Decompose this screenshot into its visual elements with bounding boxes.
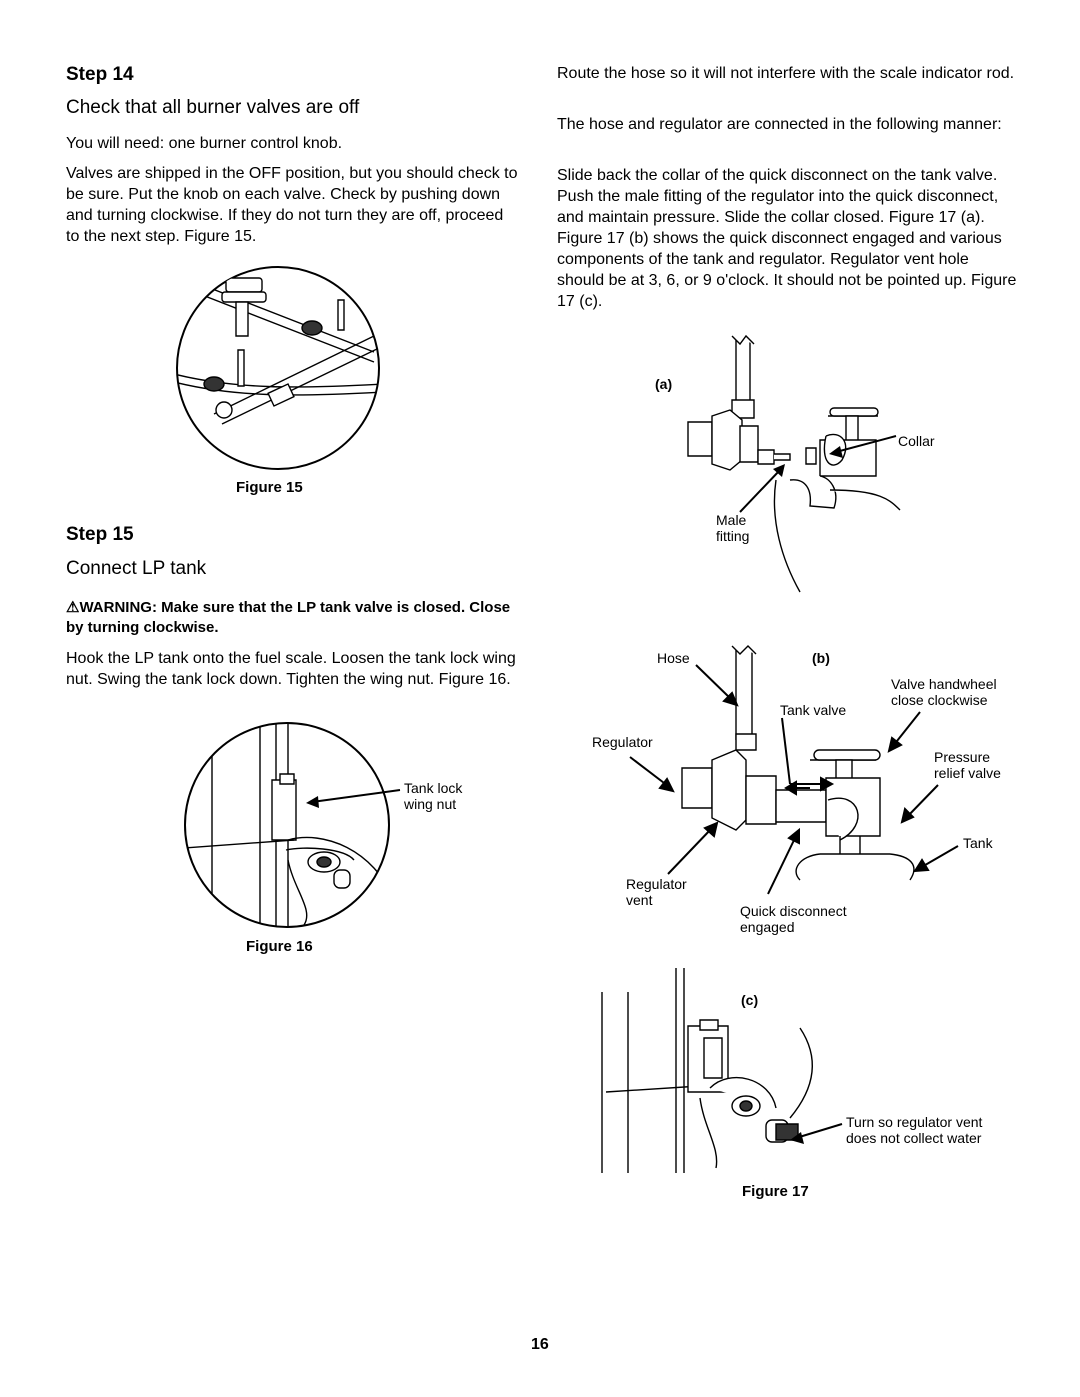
figure-17a-illustration <box>680 330 900 590</box>
step-15-label: Step 15 <box>66 524 134 545</box>
figure-17-caption: Figure 17 <box>742 1183 809 1200</box>
step-14-need: You will need: one burner control knob. <box>66 135 343 152</box>
step-15-title: Connect LP tank <box>66 558 207 579</box>
para-route-hose: Route the hose so it will not interfere … <box>557 65 1015 82</box>
figure-15-illustration <box>174 264 384 474</box>
figure-17c-illustration <box>600 968 830 1173</box>
figure-17b-illustration <box>680 640 940 890</box>
para-connection-manner: The hose and regulator are connected in … <box>557 116 1002 133</box>
regulator-callout: Regulator <box>592 734 653 750</box>
figure-17b-tag: (b) <box>812 650 830 666</box>
collar-callout: Collar <box>898 433 935 449</box>
step-14-title: Check that all burner valves are off <box>66 97 360 118</box>
step-14-body: Valves are shipped in the OFF position, … <box>66 165 518 245</box>
warning-icon: ⚠ <box>66 599 80 616</box>
hose-callout: Hose <box>657 650 690 666</box>
figure-16-illustration <box>184 720 394 930</box>
step-15-body: Hook the LP tank onto the fuel scale. Lo… <box>66 650 516 688</box>
male-fitting-callout: Male fitting <box>716 512 750 544</box>
warning-message: WARNING: Make sure that the LP tank valv… <box>66 599 511 636</box>
regulator-vent-callout: Regulator vent <box>626 876 687 908</box>
figure-17a-tag: (a) <box>655 376 673 392</box>
tank-callout: Tank <box>963 835 993 851</box>
page-number: 16 <box>531 1336 549 1353</box>
warning-text: ⚠WARNING: Make sure that the LP tank val… <box>66 598 516 638</box>
figure-16-caption: Figure 16 <box>246 938 313 955</box>
tank-valve-callout: Tank valve <box>780 702 847 718</box>
step-14-label: Step 14 <box>66 64 134 85</box>
valve-handwheel-callout: Valve handwheel close clockwise <box>891 676 997 708</box>
figure-15-caption: Figure 15 <box>236 479 303 496</box>
turn-regulator-callout: Turn so regulator vent does not collect … <box>846 1114 983 1146</box>
tank-lock-callout: Tank lock wing nut <box>404 780 463 812</box>
quick-disconnect-callout: Quick disconnect engaged <box>740 903 847 935</box>
para-quick-disconnect: Slide back the collar of the quick disco… <box>557 167 1017 310</box>
pressure-relief-callout: Pressure relief valve <box>934 749 1001 781</box>
figure-17c-tag: (c) <box>741 992 759 1008</box>
